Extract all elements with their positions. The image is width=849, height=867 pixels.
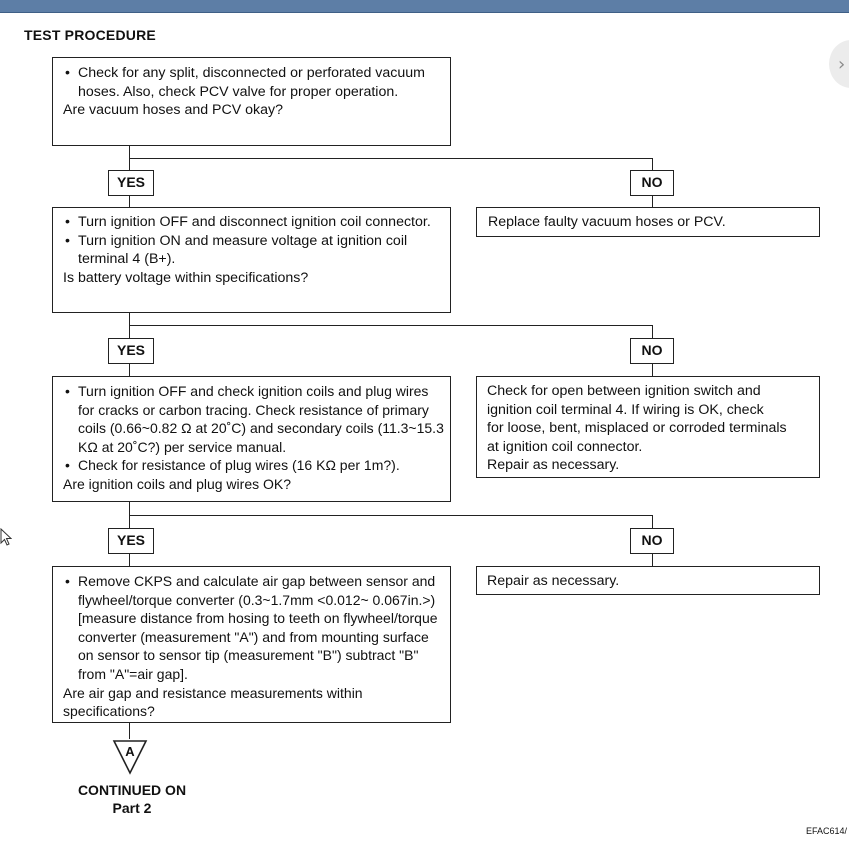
continued-note: CONTINUED ON Part 2 [62,781,202,817]
connector-line [129,158,653,159]
connector-line [129,325,130,338]
connector-line [652,196,653,207]
step3-no-label: NO [630,528,674,554]
step1-yes-label: YES [108,170,154,196]
connector-line [652,158,653,170]
continued-line-1: CONTINUED ON [77,782,187,798]
connector-line [129,196,130,207]
step4-question: Are air gap and resistance measurements … [63,684,363,720]
step2-bullet-1: Turn ignition OFF and disconnect ignitio… [63,213,442,232]
step2-no-action-line: Repair as necessary. [487,457,620,473]
step1-no-action-box: Replace faulty vacuum hoses or PCV. [476,207,820,237]
connector-line [129,325,653,326]
connector-line [129,502,130,515]
step1-no-action-text: Replace faulty vacuum hoses or PCV. [488,214,726,230]
step2-no-action-line: Check for open between ignition switch a… [487,383,761,399]
step3-box: Turn ignition OFF and check ignition coi… [52,376,451,502]
step2-yes-label: YES [108,338,154,364]
mouse-cursor-icon [0,528,12,546]
step2-no-action-line: at ignition coil connector. [487,438,643,455]
connector-line [129,515,653,516]
step2-box: Turn ignition OFF and disconnect ignitio… [52,207,451,313]
window-title-bar [0,0,849,13]
step2-no-action-line: ignition coil terminal 4. If wiring is O… [487,401,764,418]
step3-no-action-box: Repair as necessary. [476,566,820,595]
step3-yes-label: YES [108,528,154,554]
next-page-button[interactable] [829,40,849,88]
connector-line [129,554,130,566]
step3-bullet-2: Check for resistance of plug wires (16 K… [63,456,446,475]
step3-question: Are ignition coils and plug wires OK? [63,475,292,492]
connector-line [129,313,130,325]
connector-line [652,515,653,528]
step3-no-action-text: Repair as necessary. [487,573,620,589]
step3-bullet-1: Turn ignition OFF and check ignition coi… [63,382,446,456]
step1-box: Check for any split, disconnected or per… [52,57,451,146]
connector-letter: A [125,744,135,759]
step1-bullet-1: Check for any split, disconnected or per… [63,64,442,101]
step4-box: Remove CKPS and calculate air gap betwee… [52,566,451,723]
step2-question: Is battery voltage within specifications… [63,269,309,286]
step2-bullet-2: Turn ignition ON and measure voltage at … [63,232,442,269]
step2-no-action-box: Check for open between ignition switch a… [476,376,820,478]
connector-line [129,146,130,158]
connector-line [129,515,130,528]
step1-no-label: NO [630,170,674,196]
connector-line [129,364,130,376]
connector-line [652,554,653,566]
figure-code: EFAC614/ [806,826,848,836]
step1-question: Are vacuum hoses and PCV okay? [63,102,284,118]
page-title: TEST PROCEDURE [24,27,156,43]
chevron-right-icon[interactable]: › [838,54,846,75]
off-page-connector-a: A [112,740,148,775]
step2-no-label: NO [630,338,674,364]
connector-line [652,325,653,338]
connector-line [129,158,130,170]
connector-line [129,723,130,739]
connector-line [652,364,653,376]
step2-no-action-line: for loose, bent, misplaced or corroded t… [487,420,787,436]
step4-bullet-1: Remove CKPS and calculate air gap betwee… [63,572,447,684]
continued-line-2: Part 2 [112,800,152,816]
